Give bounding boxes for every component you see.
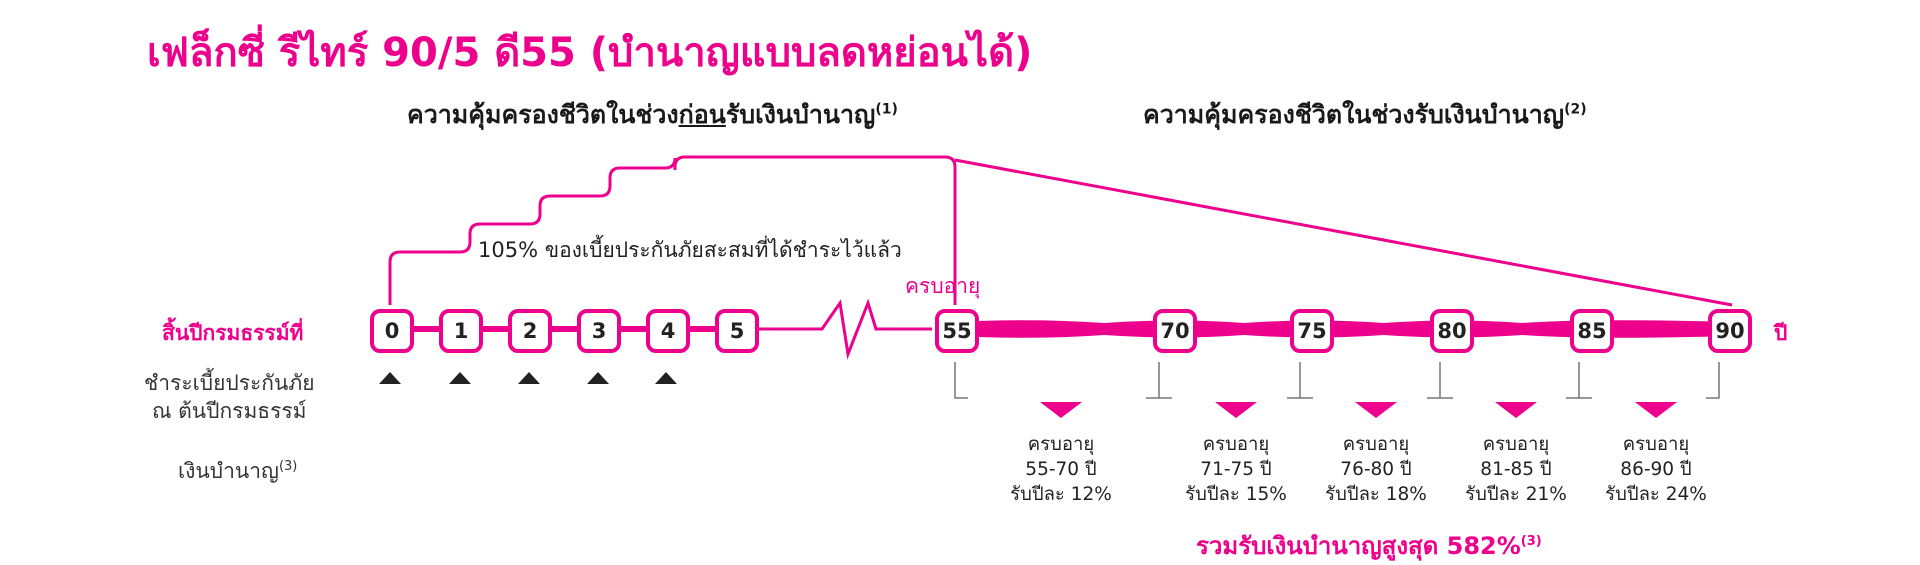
payout-line3: รับปีละ 15% [1185, 484, 1287, 506]
age-brackets [954, 362, 1720, 399]
age-box: 55 [935, 309, 979, 353]
payout-line3: รับปีละ 18% [1325, 484, 1427, 506]
payout-annotation: ครบอายุ 81-85 ปี รับปีละ 21% [1436, 432, 1596, 507]
payout-line2: 81-85 ปี [1480, 459, 1552, 481]
age-box: 85 [1570, 309, 1614, 353]
policy-year-box: 3 [577, 309, 621, 353]
footnote-1: (1) [875, 101, 898, 118]
payout-annotation: ครบอายุ 55-70 ปี รับปีละ 12% [981, 432, 1141, 507]
payout-line1: ครบอายุ [1622, 434, 1690, 455]
section-before-post: รับเงินบำนาญ [725, 100, 876, 129]
payout-line2: 86-90 ปี [1620, 459, 1692, 481]
pension-label-text: เงินบำนาญ [178, 459, 279, 483]
payout-markers [1040, 402, 1677, 418]
payout-line1: ครบอายุ [1027, 434, 1095, 455]
pension-label: เงินบำนาญ(3) [178, 457, 297, 485]
premium-label: ชำระเบี้ยประกันภัย ณ ต้นปีกรมธรรม์ [144, 369, 315, 426]
pension-band [955, 320, 1732, 338]
footnote-2: (2) [1564, 101, 1587, 118]
policy-year-box: 5 [715, 309, 759, 353]
age-box: 75 [1290, 309, 1334, 353]
age-label: ครบอายุ [905, 274, 981, 298]
premium-markers [379, 372, 677, 384]
age-box: 90 [1708, 309, 1752, 353]
coverage-note: 105% ของเบี้ยประกันภัยสะสมที่ได้ชำระไว้แ… [478, 238, 902, 262]
coverage-staircase-line [388, 155, 957, 305]
payout-triangle [1495, 402, 1537, 418]
section-during-text: ความคุ้มครองชีวิตในช่วงรับเงินบำนาญ [1143, 100, 1565, 129]
policy-year-box: 0 [370, 309, 414, 353]
total-pension-text: รวมรับเงินบำนาญสูงสุด 582% [1196, 532, 1521, 560]
policy-year-box: 4 [646, 309, 690, 353]
page-title: เฟล็กซี่ รีไทร์ 90/5 ดี55 (บำนาญแบบลดหย่… [147, 30, 1033, 76]
payout-line3: รับปีละ 24% [1605, 484, 1707, 506]
payout-triangle [1355, 402, 1397, 418]
total-footnote: (3) [1520, 534, 1542, 549]
payout-triangle [1635, 402, 1677, 418]
policy-year-box: 2 [508, 309, 552, 353]
year-unit-label: ปี [1774, 321, 1788, 345]
premium-triangle [518, 372, 540, 384]
footnote-3: (3) [278, 459, 298, 474]
payout-annotation: ครบอายุ 76-80 ปี รับปีละ 18% [1296, 432, 1456, 507]
premium-label-line1: ชำระเบี้ยประกันภัย [144, 371, 315, 395]
payout-line1: ครบอายุ [1342, 434, 1410, 455]
coverage-decline-line [954, 158, 1733, 307]
payout-line1: ครบอายุ [1482, 434, 1550, 455]
payout-line2: 55-70 ปี [1025, 459, 1097, 481]
premium-label-line2: ณ ต้นปีกรมธรรม์ [151, 399, 307, 424]
total-pension: รวมรับเงินบำนาญสูงสุด 582%(3) [1196, 526, 1542, 565]
payout-line2: 71-75 ปี [1200, 459, 1272, 481]
section-during-pension: ความคุ้มครองชีวิตในช่วงรับเงินบำนาญ(2) [1143, 95, 1587, 135]
payout-line1: ครบอายุ [1202, 434, 1270, 455]
policy-year-end-label: สิ้นปีกรมธรรม์ที่ [162, 321, 304, 345]
payout-triangle [1040, 402, 1082, 418]
age-box: 80 [1430, 309, 1474, 353]
payout-annotation: ครบอายุ 86-90 ปี รับปีละ 24% [1576, 432, 1736, 507]
timeline-break [755, 298, 932, 360]
premium-triangle [379, 372, 401, 384]
premium-triangle [449, 372, 471, 384]
payout-triangle [1215, 402, 1257, 418]
payout-line3: รับปีละ 12% [1010, 484, 1112, 506]
payout-annotation: ครบอายุ 71-75 ปี รับปีละ 15% [1156, 432, 1316, 507]
section-before-underlined: ก่อน [678, 100, 726, 129]
premium-triangle [587, 372, 609, 384]
payout-line2: 76-80 ปี [1340, 459, 1412, 481]
section-before-pre: ความคุ้มครองชีวิตในช่วง [407, 100, 679, 129]
section-before-pension: ความคุ้มครองชีวิตในช่วงก่อนรับเงินบำนาญ(… [407, 95, 898, 135]
premium-triangle [655, 372, 677, 384]
payout-line3: รับปีละ 21% [1465, 484, 1567, 506]
policy-year-box: 1 [439, 309, 483, 353]
age-box: 70 [1153, 309, 1197, 353]
